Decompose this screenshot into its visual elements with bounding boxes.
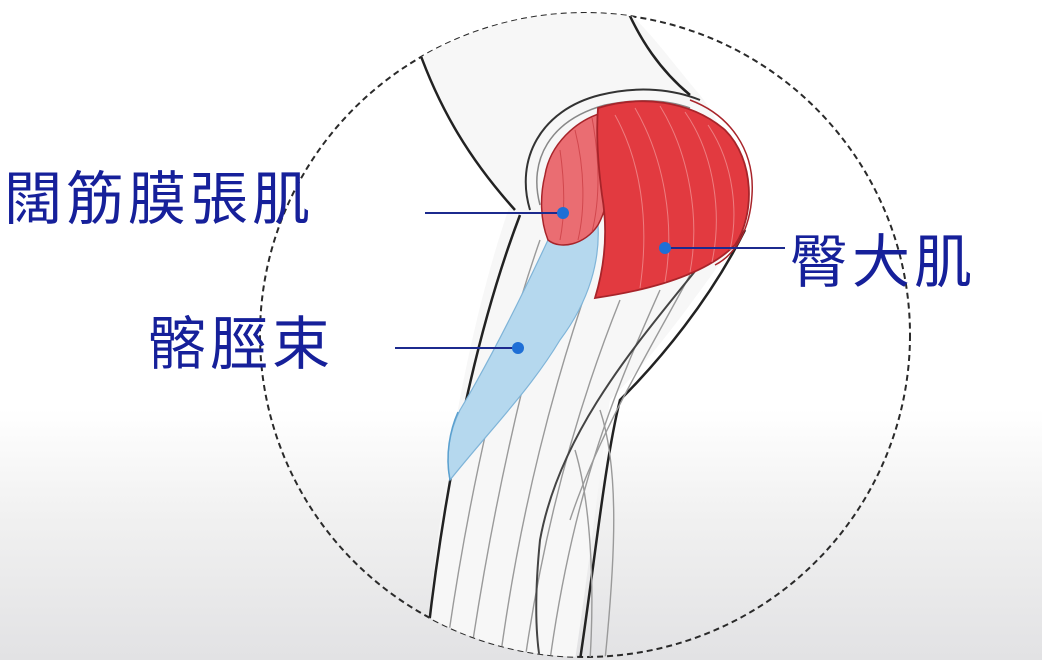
iliotibial-band-edge xyxy=(447,411,459,481)
marker-dot-iliotibial-band xyxy=(512,342,524,354)
tensor-fasciae-latae-fibers xyxy=(559,117,599,241)
gluteus-maximus-rim xyxy=(689,99,753,266)
back-outline xyxy=(416,47,516,211)
gluteus-maximus-fibers xyxy=(614,105,735,289)
fascia-outline-outer xyxy=(524,88,701,211)
marker-dot-tensor-fasciae-latae xyxy=(557,207,569,219)
thigh-muscle-lines xyxy=(444,239,691,657)
thigh-seam-line xyxy=(535,264,701,657)
label-iliotibial-band: 髂脛束 xyxy=(148,310,335,378)
thigh-back-outline xyxy=(578,229,747,657)
marker-dot-gluteus-maximus xyxy=(659,242,671,254)
label-gluteus-maximus: 臀大肌 xyxy=(790,228,977,296)
label-tensor-fasciae-latae: 闊筋膜張肌 xyxy=(4,165,315,233)
gluteus-maximus-shape xyxy=(593,100,750,300)
